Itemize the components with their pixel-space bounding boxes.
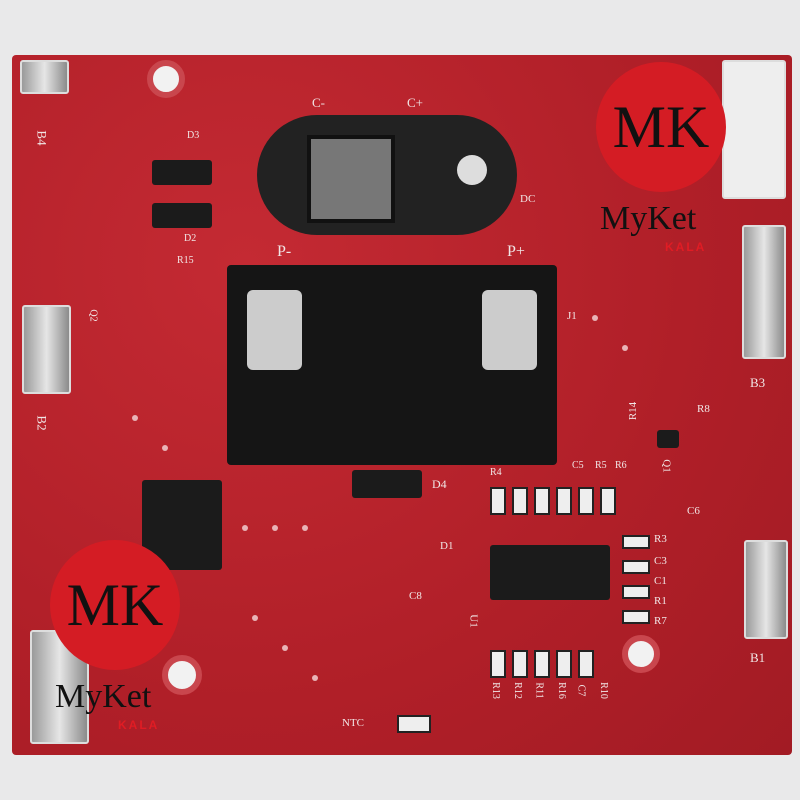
label-c7: C7 (575, 684, 587, 697)
label-r14: R14 (627, 401, 640, 421)
label-c6: C6 (687, 505, 700, 517)
label-r8: R8 (697, 403, 710, 415)
label-r6: R6 (615, 460, 627, 471)
label-b2: B2 (34, 415, 50, 431)
resistor (512, 487, 528, 515)
label-ntc: NTC (342, 717, 364, 729)
label-q2: Q2 (87, 309, 99, 322)
diode-d4 (352, 470, 422, 498)
pad-b3 (742, 225, 786, 359)
label-c5: C5 (572, 460, 584, 471)
label-r7: R7 (654, 615, 667, 627)
ic-u1 (490, 545, 610, 600)
pad-b4 (20, 60, 69, 94)
watermark-logo: MK (50, 540, 180, 670)
label-c1: C1 (654, 575, 667, 587)
label-d2: D2 (184, 233, 197, 244)
watermark-sub: KALA (665, 240, 707, 254)
resistor (512, 650, 528, 678)
label-c-plus: C+ (407, 95, 424, 110)
label-r15: R15 (177, 255, 194, 266)
watermark-brand: MyKet (55, 678, 152, 715)
label-r3: R3 (654, 533, 667, 545)
mount-hole (162, 655, 202, 695)
resistor (556, 487, 572, 515)
label-r16: R16 (555, 682, 567, 699)
pad-top-right (722, 60, 786, 199)
resistor (578, 487, 594, 515)
diode-d2 (152, 203, 212, 228)
label-c8: C8 (409, 590, 422, 602)
label-u1: U1 (467, 614, 480, 628)
label-r11: R11 (533, 682, 545, 699)
resistor (622, 535, 650, 549)
dc-jack (257, 115, 517, 235)
pad-b1 (744, 540, 788, 639)
resistor (578, 650, 594, 678)
resistor (534, 487, 550, 515)
watermark-sub: KALA (118, 718, 160, 732)
label-r13: R13 (489, 682, 501, 699)
label-d4: D4 (432, 477, 447, 491)
resistor (534, 650, 550, 678)
label-b4: B4 (34, 130, 50, 146)
label-c-minus: C- (312, 95, 325, 110)
label-d3: D3 (187, 130, 200, 141)
resistor (490, 487, 506, 515)
mount-hole (622, 635, 660, 673)
resistor (622, 585, 650, 599)
label-p-plus: P+ (507, 243, 525, 260)
resistor (556, 650, 572, 678)
label-b3: B3 (750, 375, 766, 390)
watermark-brand: MyKet (600, 200, 697, 237)
label-c3: C3 (654, 555, 667, 567)
label-j1: J1 (567, 310, 577, 322)
battery-connector (227, 265, 557, 465)
label-r4: R4 (490, 467, 502, 478)
label-dc: DC (520, 193, 536, 205)
label-r12: R12 (511, 682, 523, 699)
transistor-q1 (657, 430, 679, 448)
label-d1: D1 (440, 540, 454, 552)
label-r5: R5 (595, 460, 607, 471)
label-p-minus: P- (277, 243, 292, 260)
watermark-logo: MK (596, 62, 726, 192)
label-b1: B1 (750, 650, 766, 665)
mount-hole (147, 60, 185, 98)
label-q1: Q1 (660, 459, 673, 473)
resistor (622, 560, 650, 574)
pad-b2 (22, 305, 71, 394)
label-r1: R1 (654, 595, 667, 607)
resistor (490, 650, 506, 678)
ntc-thermistor (397, 715, 431, 733)
diode-d3 (152, 160, 212, 185)
resistor (622, 610, 650, 624)
label-r10: R10 (597, 682, 609, 699)
resistor (600, 487, 616, 515)
